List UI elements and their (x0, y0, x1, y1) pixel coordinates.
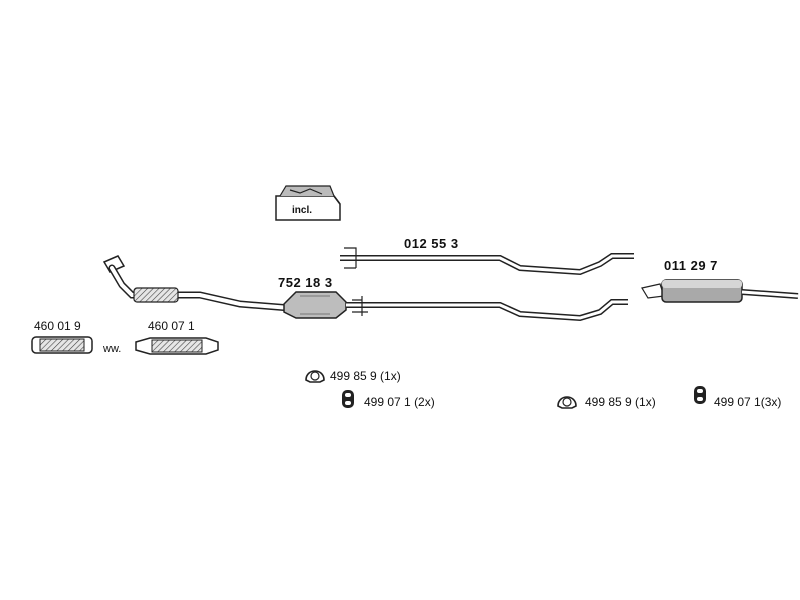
left-hanger-label: 499 07 1 (2x) (364, 395, 435, 409)
front-pipe (102, 255, 294, 312)
right-ring-label: 499 85 9 (1x) (585, 395, 656, 409)
left-hanger-part: 499 07 1 (364, 395, 411, 409)
left-hanger-qty: (2x) (414, 395, 435, 409)
flex-pipe-460019 (31, 336, 93, 354)
flex-pipe-460071 (135, 337, 219, 355)
left-ring-label: 499 85 9 (1x) (330, 369, 401, 383)
clamp-ring-icon (305, 370, 325, 383)
alternative-separator: ww. (103, 343, 122, 355)
rear-silencer-label: 011 29 7 (664, 258, 718, 273)
middle-pipe-label: 012 55 3 (404, 236, 459, 251)
right-hanger-label: 499 07 1(3x) (714, 395, 782, 409)
clamp-ring-icon (557, 396, 577, 409)
catalyst-label: 752 18 3 (278, 275, 333, 290)
lower-pipe (346, 296, 628, 322)
rubber-hanger-icon (694, 386, 706, 404)
rear-silencer (641, 279, 799, 303)
catalyst-converter (283, 291, 347, 319)
middle-pipe (340, 247, 634, 276)
flex-460019-label: 460 01 9 (34, 319, 81, 333)
kit-label: incl. (290, 205, 315, 216)
flex-460071-label: 460 07 1 (148, 319, 195, 333)
rubber-hanger-icon (342, 390, 354, 408)
